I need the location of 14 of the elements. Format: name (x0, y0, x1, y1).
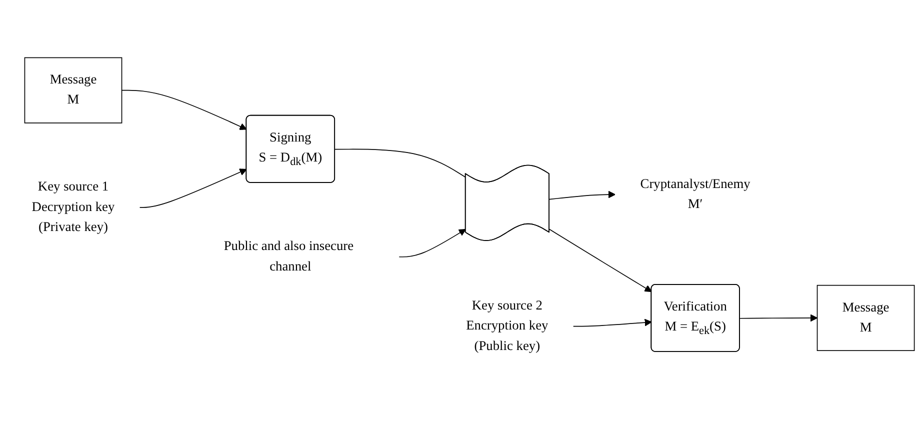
node-text: Key source 1 Decryption key (Private key) (32, 180, 115, 234)
arrow (139, 168, 247, 208)
arrow (739, 314, 818, 322)
arrow (549, 228, 652, 292)
arrow (572, 318, 652, 326)
arrow (121, 90, 247, 130)
node-box: Message M (816, 284, 915, 351)
node-text: Key source 2 Encryption key (Public key) (466, 298, 548, 353)
node-text: Cryptanalyst/Enemy M′ (640, 176, 750, 211)
arrow (549, 190, 616, 200)
node-text: Public and also insecure channel (224, 238, 354, 274)
connector (334, 148, 466, 178)
arrow (398, 228, 466, 257)
node-box: Message M (24, 56, 122, 124)
